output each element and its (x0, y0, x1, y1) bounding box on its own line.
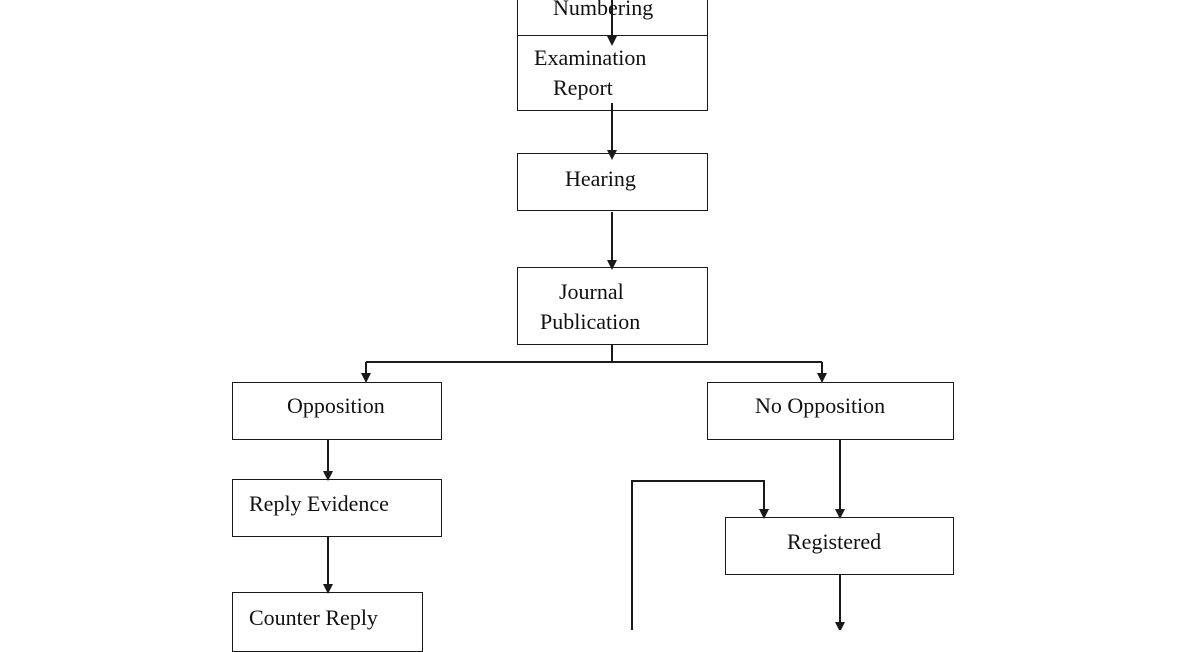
node-journal-publication-label-line1: Journal (559, 279, 624, 304)
connector-journal-split (366, 345, 822, 363)
node-journal-publication-label-line2: Publication (540, 309, 641, 334)
node-hearing-box (517, 153, 708, 211)
node-no-opposition-label: No Opposition (755, 393, 886, 418)
node-numbering-label: Numbering (553, 0, 654, 20)
node-examination-report-label-line2: Report (553, 75, 613, 100)
arrow-loop-to-registered (631, 480, 769, 630)
node-examination-report-label-line1: Examination (534, 45, 647, 70)
flow-connectors (323, 0, 845, 630)
node-opposition-box (232, 382, 442, 440)
node-reply-evidence-box (232, 479, 442, 537)
node-no-opposition-box (707, 382, 954, 440)
node-counter-reply-label: Counter Reply (249, 605, 378, 630)
node-registered-box (725, 517, 954, 575)
node-examination-report-box (517, 35, 708, 111)
node-journal-publication-box (517, 267, 708, 345)
node-opposition-label: Opposition (287, 393, 385, 418)
node-hearing-label: Hearing (565, 166, 636, 191)
node-reply-evidence-label: Reply Evidence (249, 491, 389, 516)
node-registered-label: Registered (787, 529, 882, 554)
